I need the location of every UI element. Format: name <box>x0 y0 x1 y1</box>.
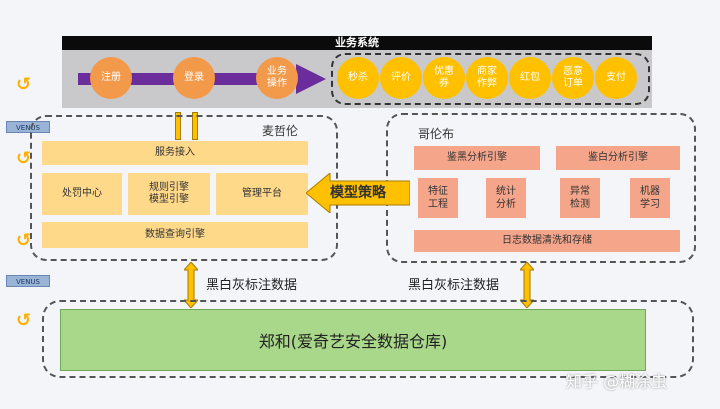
venus-label: VENUS <box>6 275 50 287</box>
step-business-operation: 业务 操作 <box>256 57 298 99</box>
model-strategy-label: 模型策略 <box>330 185 386 201</box>
event-review: 评价 <box>380 57 422 99</box>
log-cleaning-storage: 日志数据清洗和存储 <box>414 230 680 252</box>
event-malicious-order: 恶意 订单 <box>552 57 594 99</box>
magellan-title: 麦哲伦 <box>262 124 299 138</box>
business-system-title: 业务系统 <box>62 36 652 50</box>
model-strategy-arrow <box>306 173 410 213</box>
feature-engineering: 特征 工程 <box>418 178 458 218</box>
zhenghe-data-warehouse: 郑和(爱奇艺安全数据仓库) <box>60 309 646 371</box>
curl-arrow-icon: ↺ <box>16 230 32 251</box>
business-events-group <box>331 53 650 105</box>
machine-learning: 机器 学习 <box>630 178 670 218</box>
curl-arrow-icon: ↺ <box>16 148 32 169</box>
statistical-analysis: 统计 分析 <box>486 178 526 218</box>
up-arrow-shaft <box>192 112 198 140</box>
step-login: 登录 <box>173 57 215 99</box>
event-coupon: 优惠 券 <box>423 57 465 99</box>
columbus-title: 哥伦布 <box>418 127 455 141</box>
penalty-center: 处罚中心 <box>42 173 122 215</box>
down-arrow-shaft <box>175 112 181 140</box>
service-access-bar: 服务接入 <box>42 141 308 165</box>
step-register: 注册 <box>90 57 132 99</box>
right-double-arrow <box>520 262 534 308</box>
flow-arrow-head <box>296 64 326 94</box>
anomaly-detection: 异常 检测 <box>560 178 600 218</box>
zhenghe-container <box>42 300 694 378</box>
curl-arrow-icon: ↺ <box>16 310 32 331</box>
watermark: 知乎 @糊涂虫 <box>566 372 668 391</box>
labeled-data-annotation-left: 黑白灰标注数据 <box>206 278 298 293</box>
left-double-arrow <box>184 262 198 308</box>
event-red-packet: 红包 <box>509 57 551 99</box>
management-platform: 管理平台 <box>216 173 308 215</box>
event-merchant-cheat: 商家 作弊 <box>466 57 508 99</box>
labeled-data-annotation-right: 黑白灰标注数据 <box>408 278 500 293</box>
rule-model-engine: 规则引擎 模型引擎 <box>128 173 210 215</box>
event-flash-sale: 秒杀 <box>337 57 379 99</box>
black-analysis-engine: 鉴黑分析引擎 <box>414 146 540 170</box>
curl-arrow-icon: ↺ <box>16 74 32 95</box>
data-query-engine-bar: 数据查询引擎 <box>42 222 308 248</box>
event-payment: 支付 <box>595 57 637 99</box>
white-analysis-engine: 鉴白分析引擎 <box>556 146 680 170</box>
